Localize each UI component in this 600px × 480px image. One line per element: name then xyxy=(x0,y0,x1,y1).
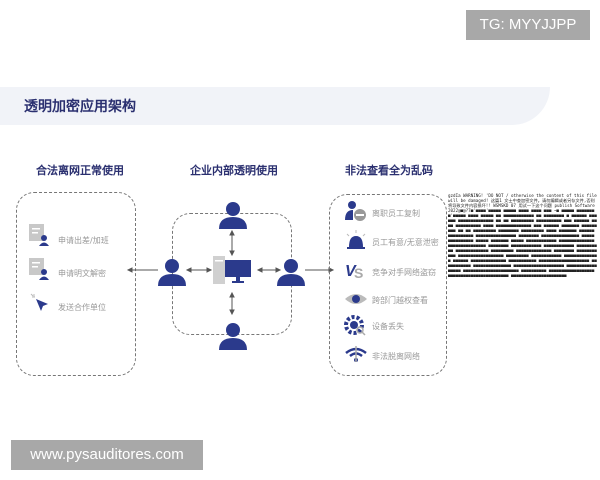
garbled-ciphertext: gzdIa WARNING! 'DO NOT / otherwise the c… xyxy=(448,193,597,278)
user-icon-bottom xyxy=(219,323,247,350)
user-minus-icon xyxy=(345,201,366,221)
center-heading: 企业内部透明使用 xyxy=(190,164,278,177)
threat-label: 跨部门越权查看 xyxy=(372,296,428,305)
illegal-view-box xyxy=(329,194,447,376)
user-icon-left xyxy=(158,259,186,286)
svg-text:V: V xyxy=(345,263,357,280)
cursor-arrow-icon xyxy=(30,293,48,311)
list-item-label: 申请出差/加班 xyxy=(58,236,109,245)
svg-text:S: S xyxy=(354,265,363,281)
user-document-icon xyxy=(29,224,49,246)
threat-label: 离职员工复制 xyxy=(372,209,420,218)
list-item-label: 发送合作单位 xyxy=(58,303,106,312)
left-heading: 合法离网正常使用 xyxy=(36,164,124,177)
list-item-label: 申请明文解密 xyxy=(58,269,106,278)
right-heading: 非法查看全为乱码 xyxy=(345,164,433,177)
threat-label: 设备丢失 xyxy=(372,322,404,331)
header-band xyxy=(0,87,550,125)
watermark-url: www.pysauditores.com xyxy=(11,440,203,470)
threat-label: 竞争对手网络盗窃 xyxy=(372,268,436,277)
threat-label: 员工有意/无意泄密 xyxy=(372,238,439,247)
eye-icon xyxy=(345,294,367,304)
computer-server-icon xyxy=(213,256,251,284)
gear-search-icon xyxy=(344,315,366,336)
user-icon-top xyxy=(219,202,247,229)
page-title: 透明加密应用架构 xyxy=(24,99,136,115)
alarm-light-icon xyxy=(346,230,366,249)
vs-icon: VS xyxy=(345,263,363,281)
wifi-off-icon xyxy=(345,346,367,362)
user-icon-right xyxy=(277,259,305,286)
watermark-tg: TG: MYYJJPP xyxy=(466,10,590,40)
threat-label: 非法脱离网络 xyxy=(372,352,420,361)
legal-offline-box xyxy=(16,192,136,376)
user-document-icon xyxy=(29,258,49,280)
